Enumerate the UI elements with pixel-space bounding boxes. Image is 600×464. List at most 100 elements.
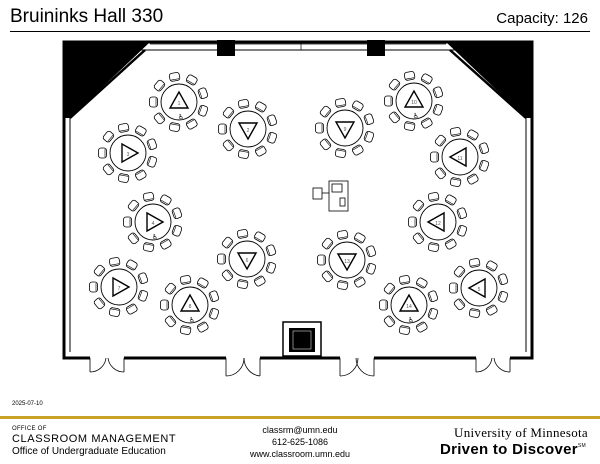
chair [168, 72, 181, 82]
chair [142, 192, 155, 202]
chair [466, 173, 479, 185]
chair [412, 232, 425, 245]
chair [319, 138, 332, 151]
chair [427, 307, 439, 320]
chair [363, 113, 375, 126]
chair [159, 194, 172, 206]
chair [236, 279, 249, 289]
accessible-seat-icon: ♿ [413, 112, 419, 120]
chair [453, 265, 466, 278]
accessible-seat-icon: ♿ [152, 233, 158, 241]
chair [159, 238, 172, 250]
chair [208, 290, 220, 303]
ceiling-columns [217, 40, 385, 56]
chair [196, 321, 209, 333]
chair [334, 148, 347, 158]
chair [266, 114, 278, 127]
slogan-text: Driven to Discover [439, 441, 578, 458]
chair [137, 272, 149, 285]
table-number: 1 [178, 101, 181, 107]
chair [266, 131, 278, 144]
office-of-label: OFFICE OF [12, 426, 47, 432]
chair [179, 325, 192, 335]
chair [449, 127, 462, 137]
table-number: 14 [406, 304, 412, 310]
room-title: Bruininks Hall 330 [10, 6, 164, 27]
accessible-seat-icon: ♿ [408, 316, 414, 324]
chair [134, 125, 147, 137]
chair [403, 71, 416, 81]
table-number: 12 [435, 221, 441, 227]
table: 10♿ [384, 71, 444, 131]
chair [432, 86, 444, 99]
contact-website[interactable]: www.classroom.umn.edu [249, 449, 351, 459]
doors [89, 357, 511, 377]
chair [398, 325, 411, 335]
chair [430, 151, 439, 163]
chair [403, 121, 416, 131]
chair [408, 216, 417, 228]
chair [218, 123, 227, 135]
chair [420, 73, 433, 85]
chair [137, 289, 149, 302]
chair [468, 258, 481, 268]
chair [237, 99, 250, 109]
table: 7 [89, 257, 149, 317]
chair [217, 253, 226, 265]
chair [427, 192, 440, 202]
table: 4♿ [123, 192, 183, 252]
chair [253, 275, 266, 287]
chair [125, 259, 138, 271]
chair [89, 281, 98, 293]
table: 8♿ [160, 275, 220, 335]
chair [456, 207, 468, 220]
chair [468, 308, 481, 318]
chair [497, 273, 509, 286]
chair [253, 231, 266, 243]
chair [351, 144, 364, 156]
table-number: 5 [478, 287, 481, 293]
table: 14 ♿ [379, 275, 439, 335]
chair [171, 207, 183, 220]
table-number: 6 [246, 258, 249, 264]
table-number: 11 [457, 156, 462, 162]
chair [497, 290, 509, 303]
chair [146, 138, 158, 151]
chair [317, 254, 326, 266]
chair [434, 134, 447, 147]
chair [427, 242, 440, 252]
table-number: 7 [118, 286, 121, 292]
chair [265, 261, 277, 274]
chair [221, 269, 234, 282]
chair [336, 230, 349, 240]
table: 6 [217, 229, 277, 289]
chair [160, 299, 169, 311]
table-number: 8 [189, 304, 192, 310]
chair [127, 199, 140, 212]
chair [179, 275, 192, 285]
chair [208, 307, 220, 320]
contact-block: classrm@umn.edu 612-625-1086 www.classro… [230, 424, 370, 460]
chair [108, 257, 121, 267]
fireplace-alcove [282, 321, 322, 357]
table: 2 [218, 99, 278, 159]
chair [466, 129, 479, 141]
chair [197, 87, 209, 100]
table: 3 [98, 123, 158, 183]
chair [336, 280, 349, 290]
chair [353, 276, 366, 288]
chair [265, 244, 277, 257]
chair [237, 149, 250, 159]
chair [221, 236, 234, 249]
table: 1♿ [149, 72, 209, 132]
plan-date: 2025-07-10 [12, 401, 43, 407]
chair [427, 290, 439, 303]
chair [351, 100, 364, 112]
chair [398, 275, 411, 285]
corner-fills [64, 42, 532, 118]
bottom-wall [90, 353, 510, 361]
contact-email[interactable]: classrm@umn.edu [262, 425, 338, 435]
chair [168, 122, 181, 132]
chair [456, 224, 468, 237]
